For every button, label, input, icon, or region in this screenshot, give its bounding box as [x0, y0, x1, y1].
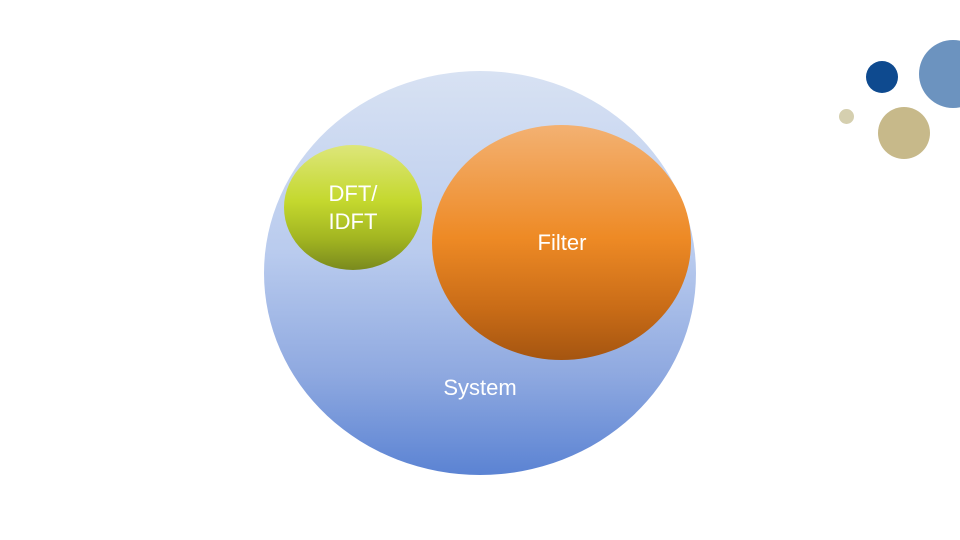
filter-ellipse [432, 125, 691, 360]
decorative-dot-steel-blue [919, 40, 960, 108]
decorative-dot-navy [866, 61, 898, 93]
dft-idft-ellipse [284, 145, 422, 270]
dft-label-line1: DFT/ [328, 181, 378, 206]
filter-label: Filter [537, 230, 587, 255]
decorative-dot-sand-large [878, 107, 930, 159]
system-label: System [443, 375, 517, 400]
dft-idft-label: DFT/ IDFT [293, 180, 413, 236]
decorative-dot-sand-small [839, 109, 854, 124]
dft-label-line2: IDFT [328, 209, 378, 234]
